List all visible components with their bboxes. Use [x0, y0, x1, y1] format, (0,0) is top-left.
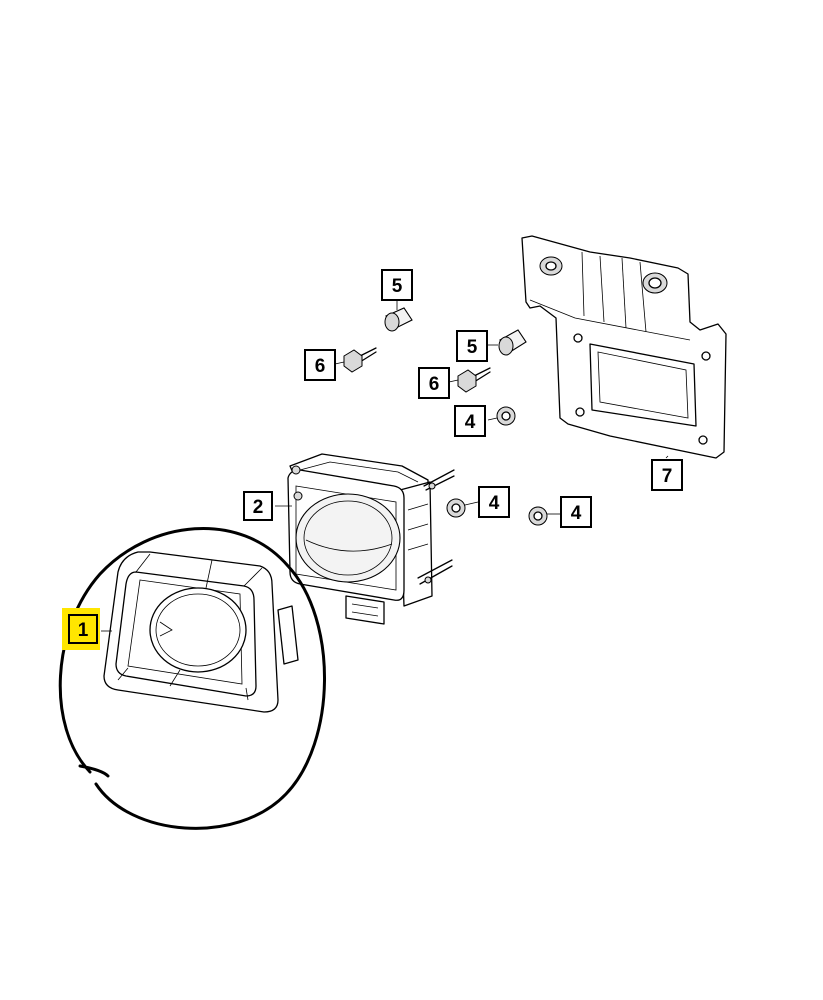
bolt-fastener: [334, 347, 377, 373]
callout-5-lower[interactable]: 5: [456, 330, 488, 362]
callout-4-upper-label: 4: [465, 412, 476, 433]
callout-4-right-label: 4: [571, 503, 582, 524]
callout-5-upper[interactable]: 5: [381, 269, 413, 301]
callout-5-lower-label: 5: [467, 337, 478, 358]
callout-4-upper[interactable]: 4: [454, 405, 486, 437]
push-pin-fastener: [488, 329, 527, 356]
callout-6-lower[interactable]: 6: [418, 367, 450, 399]
flange-nut: [528, 506, 560, 526]
callout-2[interactable]: 2: [243, 491, 273, 521]
radar-sensor: [275, 453, 455, 625]
push-pin-fastener: [384, 300, 413, 332]
callout-1[interactable]: 1: [62, 608, 100, 650]
callout-6-upper-label: 6: [315, 356, 326, 377]
callout-4-right[interactable]: 4: [560, 496, 592, 528]
flange-nut: [446, 498, 479, 518]
callout-6-lower-label: 6: [429, 374, 440, 395]
bolt-fastener: [448, 367, 491, 393]
callout-7[interactable]: 7: [651, 459, 683, 491]
callout-5-upper-label: 5: [392, 276, 403, 297]
callout-2-label: 2: [253, 497, 264, 518]
callout-6-upper[interactable]: 6: [304, 349, 336, 381]
sensor-bezel: [101, 551, 299, 713]
flange-nut: [487, 406, 516, 426]
callout-1-label: 1: [78, 620, 89, 641]
callout-7-label: 7: [662, 466, 673, 487]
callout-4-middle-label: 4: [489, 493, 500, 514]
mounting-bracket: [521, 235, 727, 459]
callout-4-middle[interactable]: 4: [478, 486, 510, 518]
